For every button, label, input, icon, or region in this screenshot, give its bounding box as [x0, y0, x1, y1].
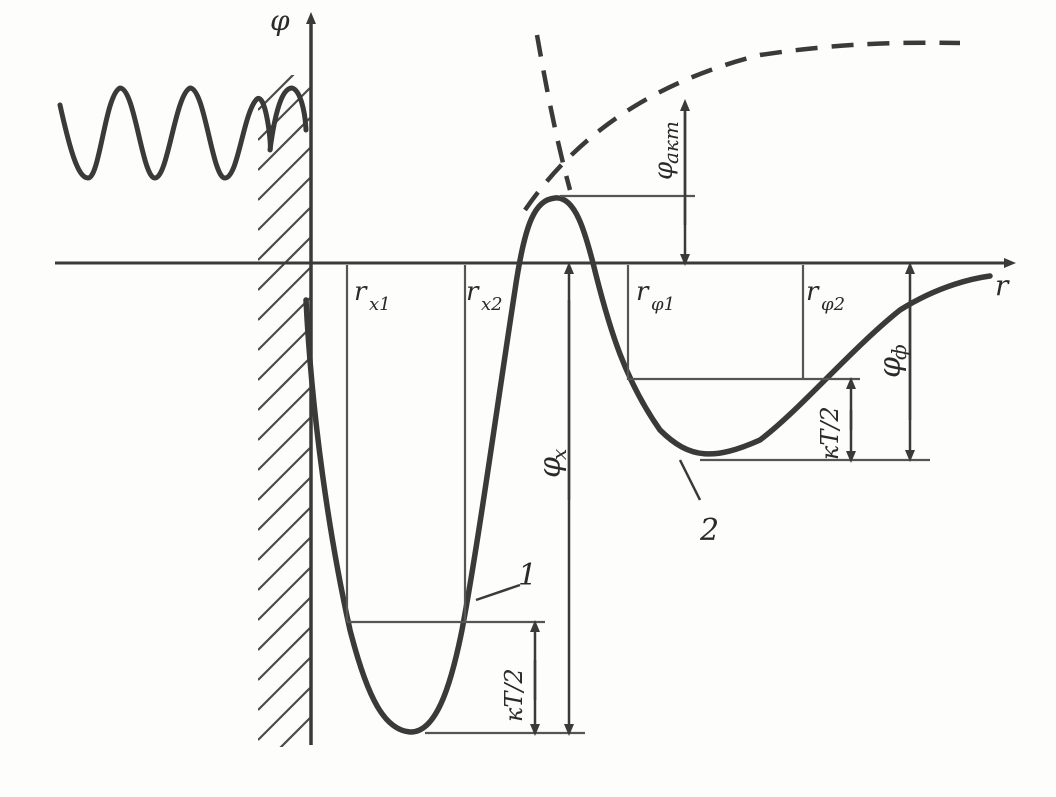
- r-f2-label: r φ2: [806, 277, 845, 315]
- curve2-pointer: [678, 459, 702, 501]
- phi-x-label: φ x: [533, 449, 571, 478]
- curve1-label: 1: [518, 558, 537, 593]
- svg-text:φ1: φ1: [651, 294, 675, 315]
- chemisorption-curve-1: [303, 195, 993, 735]
- curve2-label: 2: [699, 513, 719, 548]
- svg-text:r: r: [354, 277, 368, 307]
- svg-text:φ: φ: [873, 357, 908, 378]
- svg-text:φ2: φ2: [821, 294, 845, 315]
- svg-text:r: r: [466, 277, 480, 307]
- curve1-pointer: [475, 583, 521, 602]
- r-axis-label: r: [995, 269, 1010, 302]
- phi-akt-label: φ акт: [649, 121, 683, 180]
- r-f1-label: r φ1: [636, 277, 675, 315]
- surface-hatching: [258, 75, 310, 747]
- svg-text:r: r: [636, 277, 650, 307]
- phi-axis-label: φ: [270, 4, 290, 37]
- dashed-asymptote-curve: [523, 40, 961, 212]
- kt2-chem-label: кT/2: [500, 668, 528, 722]
- svg-text:x1: x1: [369, 294, 391, 315]
- svg-text:ф: ф: [887, 344, 911, 360]
- svg-text:x: x: [547, 449, 571, 460]
- phi-f-label: φ ф: [873, 344, 911, 378]
- dashed-repulsion-curve: [534, 34, 573, 191]
- svg-text:r: r: [806, 277, 820, 307]
- svg-text:φ: φ: [533, 457, 568, 478]
- svg-text:x2: x2: [481, 294, 503, 315]
- r-x1-label: r x1: [354, 277, 391, 315]
- surface-wave-curve: [57, 85, 309, 181]
- r-x2-label: r x2: [466, 277, 503, 315]
- kt2-phys-label: кT/2: [816, 406, 844, 460]
- svg-text:φ: φ: [649, 161, 679, 180]
- svg-text:акт: акт: [659, 121, 683, 164]
